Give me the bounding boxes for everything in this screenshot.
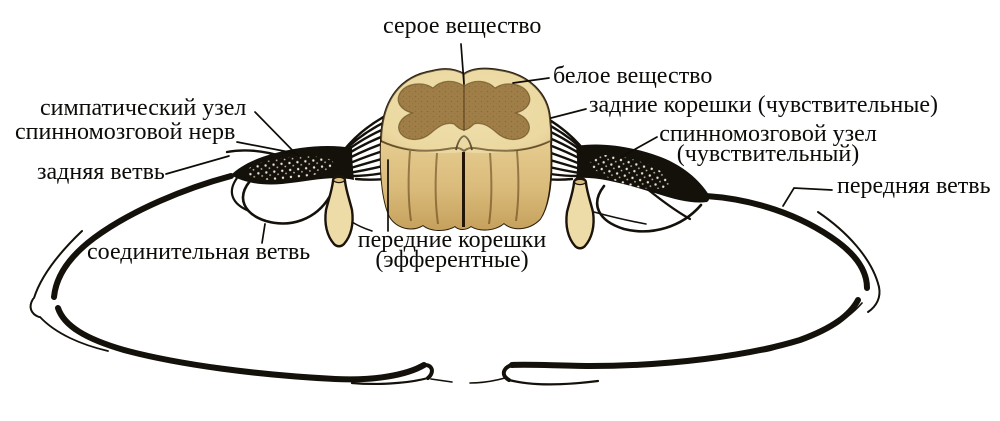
leader-posterior-roots (550, 108, 587, 119)
label-gray-matter: серое вещество (383, 13, 542, 39)
label-posterior-branch: задняя ветвь (37, 159, 165, 185)
right-spindle-ganglion (565, 176, 595, 250)
left-spindle-ganglion (324, 174, 354, 248)
label-connecting-branch: соединительная ветвь (87, 239, 311, 265)
leader-connecting-branch (261, 223, 266, 244)
label-sympathetic-ganglion: симпатический узел (40, 95, 247, 121)
label-anterior-roots-line2: (эфферентные) (375, 247, 529, 274)
cord-front-face (380, 142, 551, 231)
sympathetic-trunk-ganglia (324, 174, 595, 250)
label-anterior-roots-line1: передние корешки (357, 227, 547, 253)
leader-spinal-nerve (236, 141, 295, 154)
posterior-branch-nerve (225, 149, 286, 159)
spinal-cord-section (379, 67, 553, 231)
label-white-matter: белое вещество (553, 63, 713, 89)
leader-lines (165, 43, 833, 244)
label-spinal-ganglion-line2: (чувствительный) (676, 141, 860, 168)
right-ganglion-speckles (589, 154, 671, 190)
label-anterior-branch: передняя ветвь (837, 173, 991, 199)
left-rootlets (335, 112, 405, 181)
label-posterior-roots: задние корешки (чувствительные) (589, 92, 939, 118)
leader-spinal-ganglion (620, 136, 658, 158)
leader-sympathetic-ganglion (254, 111, 300, 158)
right-rootlets (523, 112, 593, 181)
nerve-rootlets (335, 112, 593, 181)
left-sympathetic-ganglion-speckles (246, 156, 334, 180)
label-spinal-ganglion: спинномозговой узел (чувствительный) (652, 121, 884, 168)
leader-gray-matter (460, 43, 465, 85)
label-spinal-ganglion-line1: спинномозговой узел (659, 121, 877, 147)
leader-anterior-branch (782, 187, 833, 207)
label-spinal-nerve: спинномозговой нерв (15, 119, 236, 145)
leader-posterior-branch (165, 155, 230, 175)
nerve-ring (29, 173, 881, 386)
label-anterior-roots: передние корешки (эфферентные) (352, 227, 552, 274)
spinal-nerve-trunks (225, 144, 710, 203)
leader-white-matter (512, 77, 550, 84)
